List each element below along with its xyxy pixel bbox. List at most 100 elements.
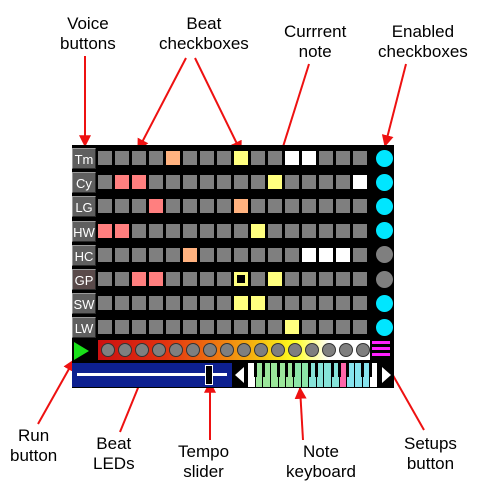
beat-checkbox[interactable]: [336, 320, 350, 335]
beat-checkbox[interactable]: [285, 199, 299, 214]
beat-checkbox[interactable]: [149, 151, 163, 165]
beat-checkbox[interactable]: [183, 199, 197, 214]
keyboard-white-key[interactable]: [370, 363, 378, 387]
current-note-checkbox[interactable]: [234, 272, 248, 286]
beat-checkbox[interactable]: [183, 272, 197, 286]
beat-checkbox[interactable]: [336, 223, 350, 238]
beat-checkbox[interactable]: [234, 151, 248, 165]
beat-checkbox[interactable]: [115, 223, 129, 238]
beat-checkbox[interactable]: [234, 320, 248, 335]
beat-checkbox[interactable]: [149, 223, 163, 238]
beat-checkbox[interactable]: [336, 199, 350, 214]
setups-button[interactable]: [372, 341, 390, 359]
beat-checkbox[interactable]: [353, 247, 367, 262]
beat-checkbox[interactable]: [268, 223, 282, 238]
triangle-right-icon[interactable]: [382, 367, 391, 383]
voice-button-sw[interactable]: SW: [72, 293, 96, 315]
beat-checkbox[interactable]: [132, 151, 146, 165]
beat-checkbox[interactable]: [285, 320, 299, 335]
tempo-slider[interactable]: [72, 363, 232, 387]
beat-checkbox[interactable]: [251, 272, 265, 286]
beat-checkbox[interactable]: [234, 175, 248, 190]
beat-checkbox[interactable]: [183, 296, 197, 311]
beat-checkbox[interactable]: [319, 272, 333, 286]
beat-checkbox[interactable]: [183, 175, 197, 190]
beat-checkbox[interactable]: [268, 320, 282, 335]
beat-checkbox[interactable]: [268, 199, 282, 214]
beat-checkbox[interactable]: [166, 223, 180, 238]
beat-checkbox[interactable]: [217, 175, 231, 190]
beat-checkbox[interactable]: [200, 272, 214, 286]
beat-checkbox[interactable]: [319, 199, 333, 214]
beat-checkbox[interactable]: [234, 199, 248, 214]
beat-checkbox[interactable]: [132, 175, 146, 190]
keyboard-white-key[interactable]: [263, 363, 271, 387]
beat-checkbox[interactable]: [285, 296, 299, 311]
keyboard-black-key[interactable]: [315, 363, 319, 377]
beat-checkbox[interactable]: [98, 199, 112, 214]
beat-checkbox[interactable]: [251, 223, 265, 238]
beat-checkbox[interactable]: [98, 272, 112, 286]
beat-checkbox[interactable]: [132, 247, 146, 262]
enabled-checkbox-lw[interactable]: [376, 318, 393, 336]
beat-checkbox[interactable]: [149, 296, 163, 311]
beat-checkbox[interactable]: [302, 320, 316, 335]
beat-checkbox[interactable]: [149, 272, 163, 286]
beat-checkbox[interactable]: [217, 199, 231, 214]
beat-checkbox[interactable]: [353, 272, 367, 286]
beat-checkbox[interactable]: [200, 296, 214, 311]
beat-checkbox[interactable]: [319, 151, 333, 165]
beat-checkbox[interactable]: [149, 199, 163, 214]
keyboard-black-key[interactable]: [277, 363, 281, 377]
beat-checkbox[interactable]: [98, 175, 112, 190]
beat-checkbox[interactable]: [234, 247, 248, 262]
voice-button-lw[interactable]: LW: [72, 317, 96, 339]
beat-checkbox[interactable]: [268, 247, 282, 262]
keyboard-black-key[interactable]: [361, 363, 365, 377]
keyboard-black-key[interactable]: [368, 363, 372, 377]
beat-checkbox[interactable]: [319, 247, 333, 262]
beat-checkbox[interactable]: [302, 175, 316, 190]
beat-checkbox[interactable]: [353, 175, 367, 190]
beat-checkbox[interactable]: [200, 199, 214, 214]
beat-checkbox[interactable]: [115, 296, 129, 311]
beat-checkbox[interactable]: [166, 247, 180, 262]
beat-checkbox[interactable]: [98, 151, 112, 165]
voice-button-hc[interactable]: HC: [72, 244, 96, 266]
beat-checkbox[interactable]: [319, 223, 333, 238]
beat-checkbox[interactable]: [149, 175, 163, 190]
beat-checkbox[interactable]: [217, 223, 231, 238]
beat-checkbox[interactable]: [115, 151, 129, 165]
beat-checkbox[interactable]: [336, 247, 350, 262]
beat-checkbox[interactable]: [132, 320, 146, 335]
beat-checkbox[interactable]: [251, 175, 265, 190]
beat-checkbox[interactable]: [268, 151, 282, 165]
beat-checkbox[interactable]: [234, 296, 248, 311]
voice-button-gp[interactable]: GP: [72, 269, 96, 290]
beat-checkbox[interactable]: [200, 247, 214, 262]
enabled-checkbox-sw[interactable]: [376, 294, 393, 312]
keyboard-black-key[interactable]: [330, 363, 334, 377]
beat-checkbox[interactable]: [234, 223, 248, 238]
beat-checkbox[interactable]: [336, 175, 350, 190]
voice-button-lg[interactable]: LG: [72, 196, 96, 218]
beat-checkbox[interactable]: [268, 296, 282, 311]
beat-checkbox[interactable]: [132, 272, 146, 286]
beat-checkbox[interactable]: [217, 151, 231, 165]
beat-checkbox[interactable]: [251, 296, 265, 311]
beat-checkbox[interactable]: [217, 247, 231, 262]
beat-checkbox[interactable]: [319, 175, 333, 190]
beat-checkbox[interactable]: [166, 296, 180, 311]
beat-checkbox[interactable]: [115, 175, 129, 190]
beat-checkbox[interactable]: [336, 151, 350, 165]
beat-checkbox[interactable]: [302, 247, 316, 262]
enabled-checkbox-cy[interactable]: [376, 173, 393, 191]
enabled-checkbox-lg[interactable]: [376, 197, 393, 215]
beat-checkbox[interactable]: [336, 296, 350, 311]
beat-checkbox[interactable]: [166, 320, 180, 335]
beat-checkbox[interactable]: [98, 223, 112, 238]
keyboard-white-key[interactable]: [316, 363, 325, 387]
beat-checkbox[interactable]: [251, 320, 265, 335]
beat-checkbox[interactable]: [302, 296, 316, 311]
beat-checkbox[interactable]: [183, 247, 197, 262]
